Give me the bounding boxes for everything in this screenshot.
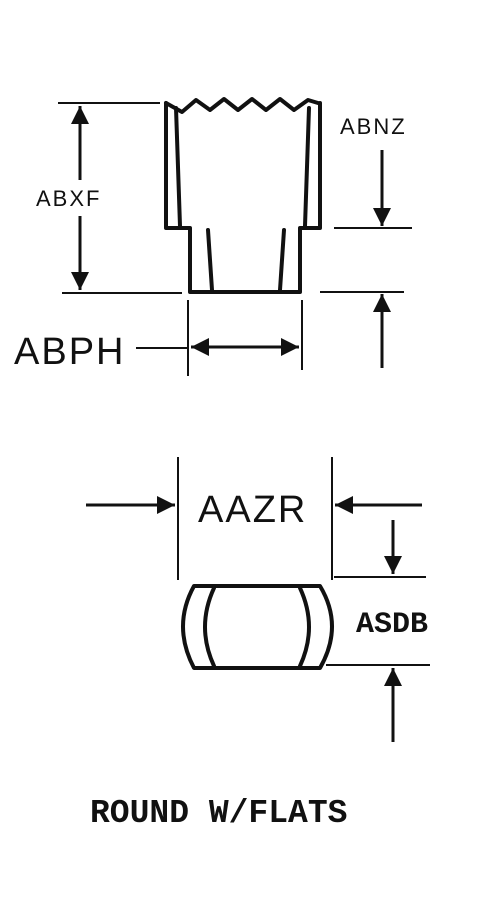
round-inner-arc-right [298, 586, 311, 668]
abph-dimension [136, 300, 303, 376]
diagram-caption: ROUND W/FLATS [90, 795, 347, 832]
aazr-dimension [86, 457, 422, 580]
fitting-neck-inner-right [278, 228, 286, 292]
round-with-flats-view [181, 584, 334, 670]
aazr-label: AAZR [198, 489, 307, 531]
fitting-body-outline [164, 101, 322, 294]
abph-label: ABPH [14, 331, 125, 373]
abxf-dimension [58, 102, 182, 294]
fitting-neck-inner-left [206, 228, 214, 292]
thread-edge [164, 97, 320, 114]
fitting-side-view [164, 97, 322, 294]
round-inner-arc-left [203, 586, 216, 668]
asdb-dimension [326, 520, 430, 742]
fitting-inner-wall-right [303, 106, 311, 228]
abnz-dimension [320, 150, 412, 368]
abnz-label: ABNZ [340, 114, 407, 139]
round-outer-outline [181, 584, 334, 670]
asdb-label: ASDB [356, 608, 428, 642]
fitting-inner-wall-left [174, 106, 182, 228]
abxf-label: ABXF [36, 186, 101, 211]
